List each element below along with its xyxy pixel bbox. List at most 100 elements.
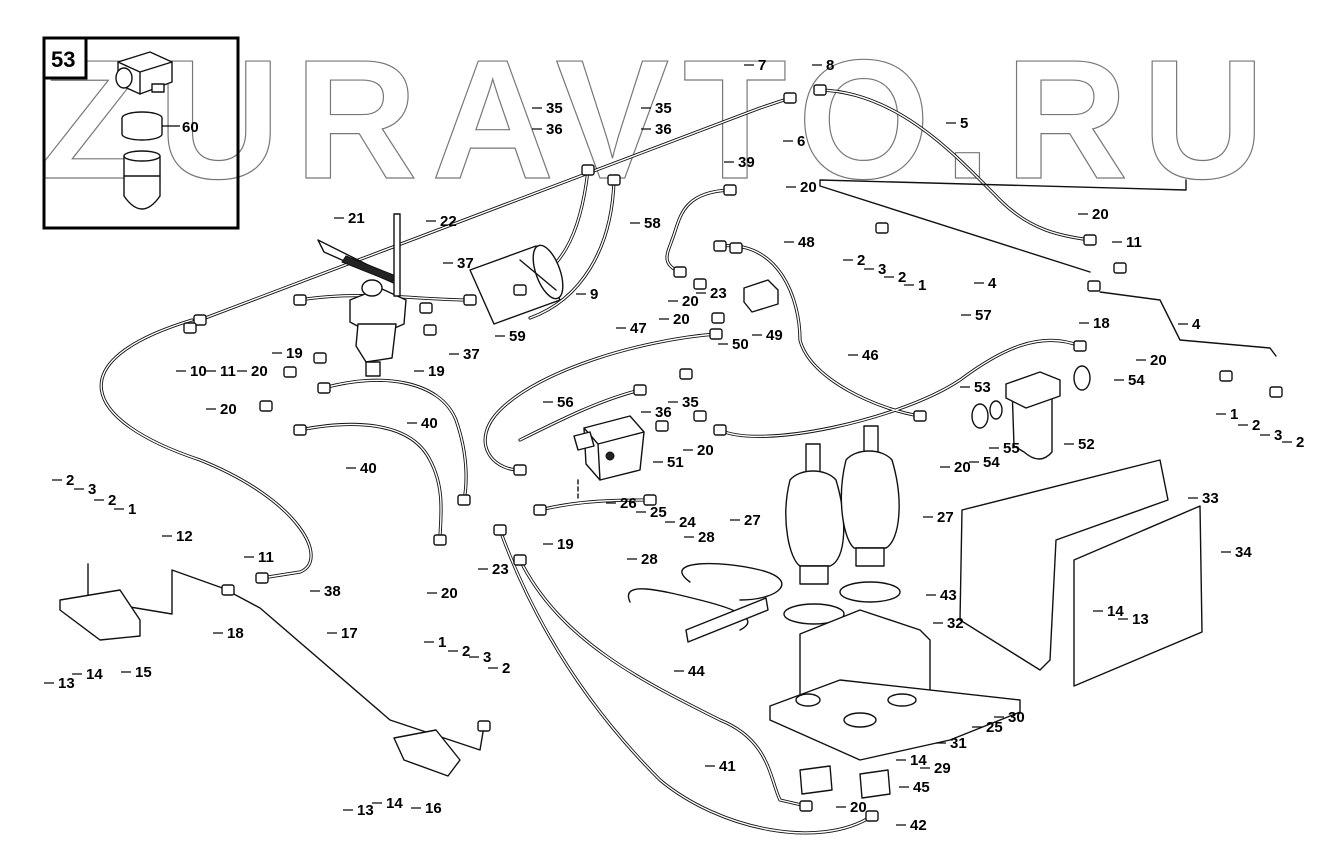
callout-number: 40 [360, 460, 377, 477]
callout-number: 57 [975, 307, 992, 324]
callout-number: 9 [590, 286, 598, 303]
callout-number: 54 [1128, 372, 1145, 389]
callout-number: 20 [251, 363, 268, 380]
pipe-fitting-icon [1113, 262, 1127, 274]
callout-number: 17 [341, 625, 358, 642]
callout-number: 13 [1132, 611, 1149, 628]
callout-number: 44 [688, 663, 705, 680]
inset-callout-60: 60 [182, 119, 199, 136]
pipe-fitting-icon [633, 384, 647, 396]
callout-number: 39 [738, 154, 755, 171]
pipe-fitting-icon [783, 92, 797, 104]
callout-number: 36 [655, 404, 672, 421]
callout-number: 22 [440, 213, 457, 230]
pipe-fitting-icon [655, 420, 669, 432]
pipe-fitting-icon [283, 366, 297, 378]
callout-number: 37 [463, 346, 480, 363]
callout-number: 2 [108, 492, 116, 509]
callout-number: 16 [425, 800, 442, 817]
callout-number: 58 [644, 215, 661, 232]
callout-number: 36 [655, 121, 672, 138]
return-filter-icon [971, 365, 1091, 460]
steel-lines [87, 179, 1277, 751]
callout-number: 3 [1274, 427, 1282, 444]
pipe-fitting-icon [513, 464, 527, 476]
callout-number: 53 [974, 379, 991, 396]
callout-number: 38 [324, 583, 341, 600]
pipe-fitting-group [183, 84, 1283, 822]
callout-number: 13 [58, 675, 75, 692]
callout-number: 52 [1078, 436, 1095, 453]
callout-number: 4 [988, 275, 997, 292]
callout-number: 59 [509, 328, 526, 345]
callout-number: 11 [1126, 234, 1142, 251]
callout-number: 41 [719, 758, 736, 775]
callout-number: 27 [937, 509, 954, 526]
callout-number: 43 [940, 587, 957, 604]
pipe-fitting-icon [193, 314, 207, 326]
pipe-fitting-icon [643, 494, 657, 506]
callout-number: 49 [766, 327, 783, 344]
callout-number: 35 [546, 100, 563, 117]
pipe-fitting-icon [1087, 280, 1101, 292]
callout-number: 19 [557, 536, 574, 553]
pipe-fitting-icon [875, 222, 889, 234]
callout-number: 23 [492, 561, 509, 578]
inset-number: 53 [51, 47, 75, 72]
pipe-fitting-icon [423, 324, 437, 336]
pipe-fitting-icon [713, 240, 727, 252]
cover-plate-33 [959, 459, 1169, 671]
callout-number: 56 [557, 394, 574, 411]
pipe-fitting-icon [313, 352, 327, 364]
callout-number: 28 [698, 529, 715, 546]
pipe-fitting-icon [673, 266, 687, 278]
callout-number: 2 [898, 269, 906, 286]
pipe-fitting-icon [513, 554, 527, 566]
callout-number: 20 [954, 459, 971, 476]
pipe-fitting-icon [581, 164, 595, 176]
pipe-fitting-icon [865, 810, 879, 822]
pipe-fitting-icon [1269, 386, 1283, 398]
callout-number: 26 [620, 495, 637, 512]
callout-number: 24 [679, 514, 696, 531]
callout-number: 25 [986, 719, 1003, 736]
callout-number: 12 [176, 528, 193, 545]
callout-number: 21 [348, 210, 365, 227]
junction-block-icon [743, 279, 779, 313]
callout-number: 51 [667, 454, 684, 471]
callout-number: 1 [438, 634, 446, 651]
callout-number: 3 [88, 481, 96, 498]
callout-number: 20 [1150, 352, 1167, 369]
pipe-fitting-icon [433, 534, 447, 546]
callout-number: 48 [798, 234, 815, 251]
callout-number: 50 [732, 336, 749, 353]
callout-number: 1 [918, 277, 926, 294]
callout-number: 20 [441, 585, 458, 602]
callout-number: 14 [386, 795, 403, 812]
callout-number: 47 [630, 320, 647, 337]
callout-number: 19 [428, 363, 445, 380]
callout-number: 45 [913, 779, 930, 796]
pipe-fitting-icon [723, 184, 737, 196]
callout-number: 37 [457, 255, 474, 272]
callout-number: 31 [950, 735, 967, 752]
callout-number: 42 [910, 817, 927, 834]
pipe-fitting-icon [477, 720, 491, 732]
callout-number: 30 [1008, 709, 1025, 726]
callout-number: 20 [1092, 206, 1109, 223]
callout-number: 20 [682, 293, 699, 310]
callout-number: 1 [1230, 406, 1238, 423]
callout-number: 4 [1192, 316, 1201, 333]
pipe-fitting-icon [513, 284, 527, 296]
strap-28 [627, 562, 783, 631]
pipe-fitting-icon [463, 294, 477, 306]
callout-number: 27 [744, 512, 761, 529]
pipe-fitting-icon [709, 328, 723, 340]
callout-number: 13 [357, 802, 374, 819]
bracket-15 [59, 589, 141, 641]
callout-number: 32 [947, 615, 964, 632]
callout-number: 20 [220, 401, 237, 418]
callout-number: 11 [258, 549, 274, 566]
pipe-fitting-icon [693, 278, 707, 290]
